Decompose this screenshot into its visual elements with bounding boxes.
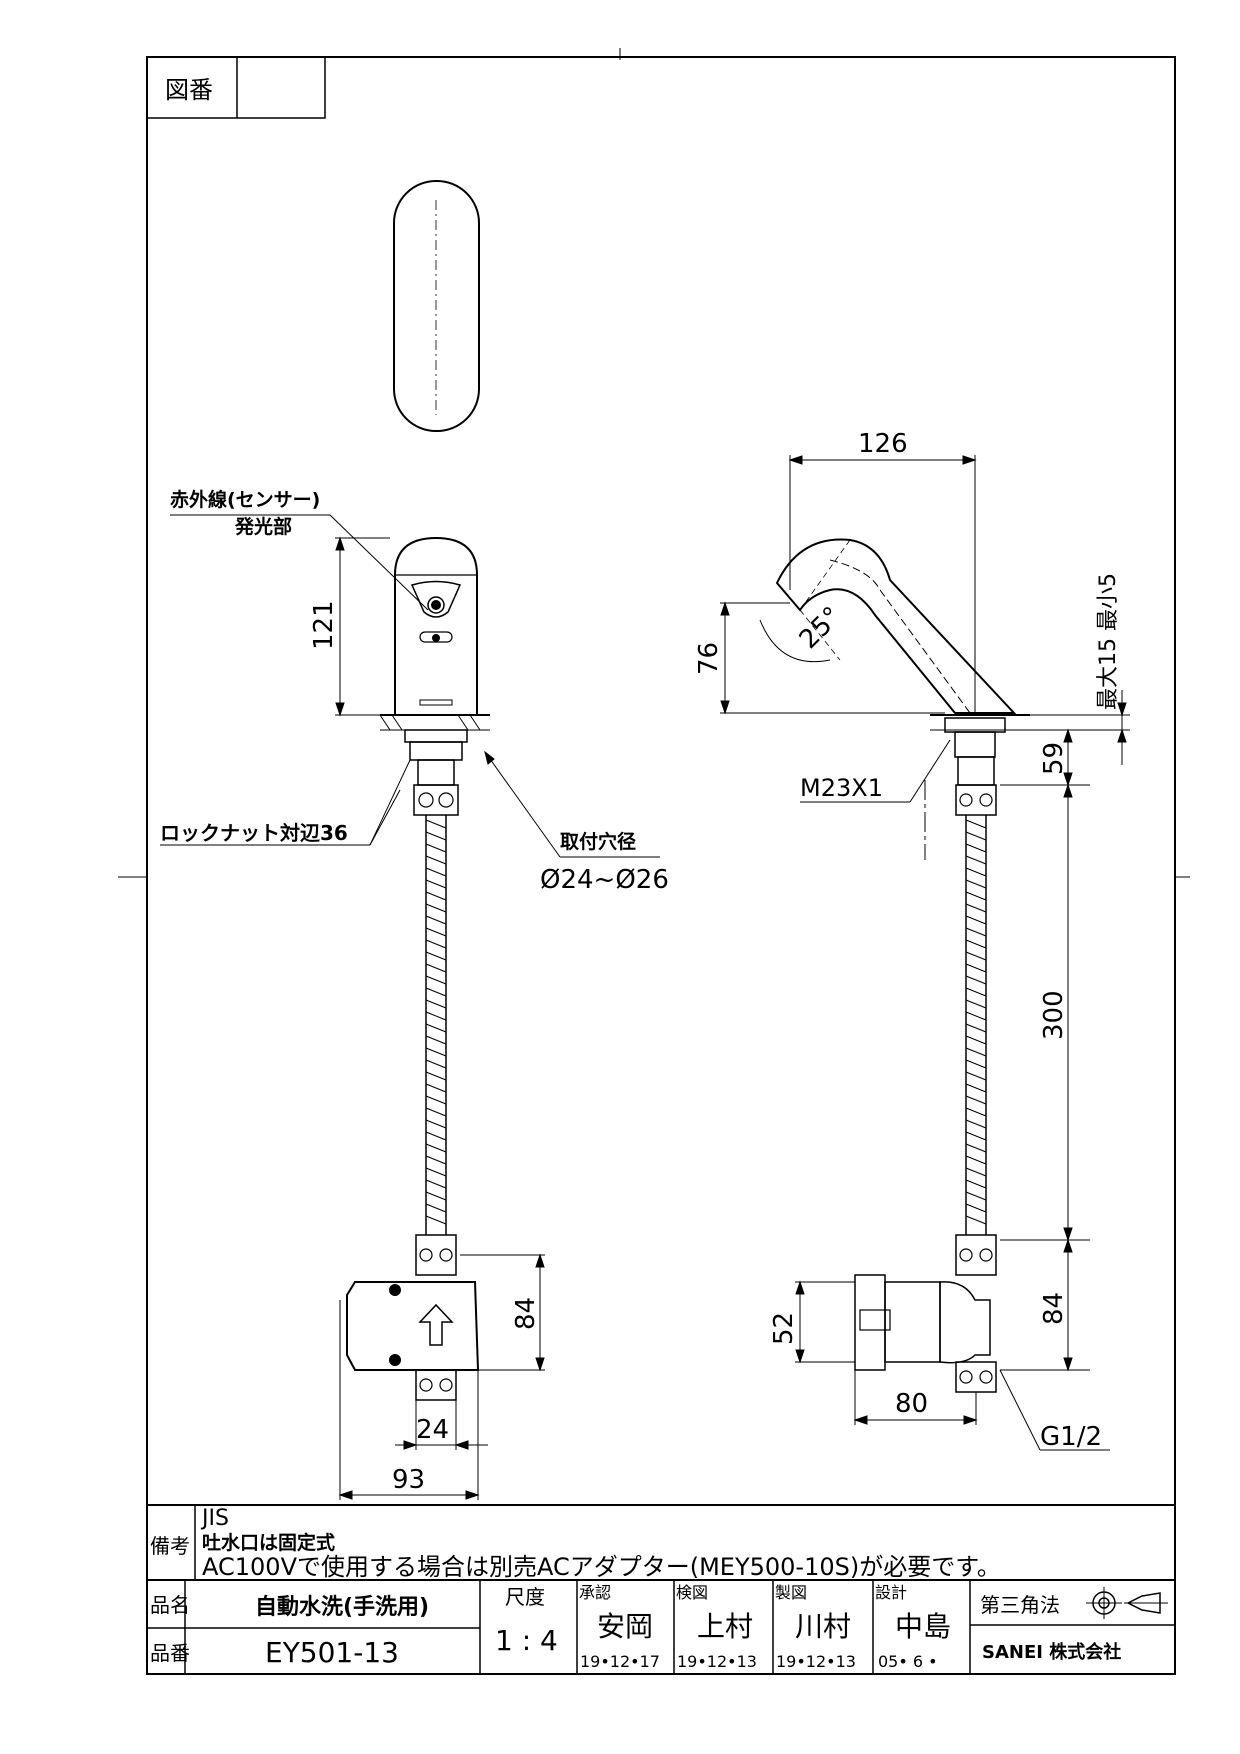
counter-thickness: 最大15 最小5 (1096, 573, 1121, 710)
side-valve-body: 52 (769, 1312, 799, 1345)
product-name-label: 品名 (150, 1593, 190, 1617)
drawn-name: 川村 (795, 1610, 851, 1643)
drawing-frame (146, 56, 1176, 1675)
front-dimensions (160, 514, 660, 1500)
checked-name: 上村 (697, 1610, 753, 1643)
mounting-hole-label: 取付穴径 (560, 830, 636, 853)
product-name-value: 自動水洗(手洗用) (255, 1594, 429, 1620)
remarks-line3: AC100Vで使用する場合は別売ACアダプター(MEY500-10S)が必要です… (202, 1553, 1001, 1581)
drawn-date: 19•12•13 (776, 1652, 856, 1671)
sensor-label-line1: 赤外線(センサー) (170, 488, 320, 511)
side-valve-height: 84 (1039, 1292, 1069, 1325)
remarks-box (147, 1504, 1175, 1581)
scale-label: 尺度 (505, 1585, 545, 1609)
checked-date: 19•12•13 (677, 1652, 757, 1671)
side-spout-height: 76 (694, 642, 724, 675)
approved-name: 安岡 (597, 1610, 653, 1643)
title-block-grid (147, 1580, 1175, 1674)
projection-label: 第三角法 (980, 1593, 1060, 1617)
product-number-label: 品番 (150, 1641, 190, 1665)
top-view (393, 180, 480, 432)
side-dimensions (720, 455, 1130, 1451)
side-dim-300: 300 (1039, 990, 1069, 1040)
front-valve-width: 93 (392, 1465, 425, 1495)
front-height-dimension: 121 (309, 600, 339, 650)
approved-label: 承認 (579, 1583, 611, 1602)
remarks-line1: JIS (200, 1506, 229, 1531)
remarks-line2: 吐水口は固定式 (202, 1531, 335, 1554)
drawn-label: 製図 (775, 1583, 807, 1602)
front-valve-height: 84 (511, 1297, 541, 1330)
sensor-label-line2: 発光部 (234, 515, 292, 538)
remarks-label: 備考 (150, 1534, 190, 1558)
design-label: 設計 (875, 1583, 907, 1602)
design-name: 中島 (895, 1610, 951, 1643)
approved-date: 19•12•17 (580, 1652, 660, 1671)
side-view (759, 538, 1030, 1393)
design-date: 05• 6 • (878, 1652, 938, 1671)
side-dim-59: 59 (1039, 742, 1069, 775)
company-name: SANEI 株式会社 (982, 1641, 1121, 1663)
checked-label: 検図 (676, 1583, 708, 1602)
product-number-value: EY501-13 (265, 1636, 399, 1669)
front-view (346, 536, 490, 1401)
side-reach-dimension: 126 (858, 429, 908, 459)
side-valve-width: 80 (895, 1389, 928, 1419)
scale-value: 1 : 4 (495, 1624, 558, 1657)
mounting-hole-value: Ø24~Ø26 (540, 865, 669, 895)
connection-label: G1/2 (1040, 1422, 1102, 1452)
locknut-label: ロックナット対辺36 (160, 821, 348, 845)
drawing-number-box: 図番 (146, 56, 326, 119)
spout-angle: 25° (794, 601, 848, 655)
thread-label: M23X1 (800, 774, 883, 802)
front-valve-port: 24 (416, 1415, 449, 1445)
drawing-number-label: 図番 (165, 76, 213, 104)
third-angle-projection-icon (1086, 1587, 1168, 1619)
